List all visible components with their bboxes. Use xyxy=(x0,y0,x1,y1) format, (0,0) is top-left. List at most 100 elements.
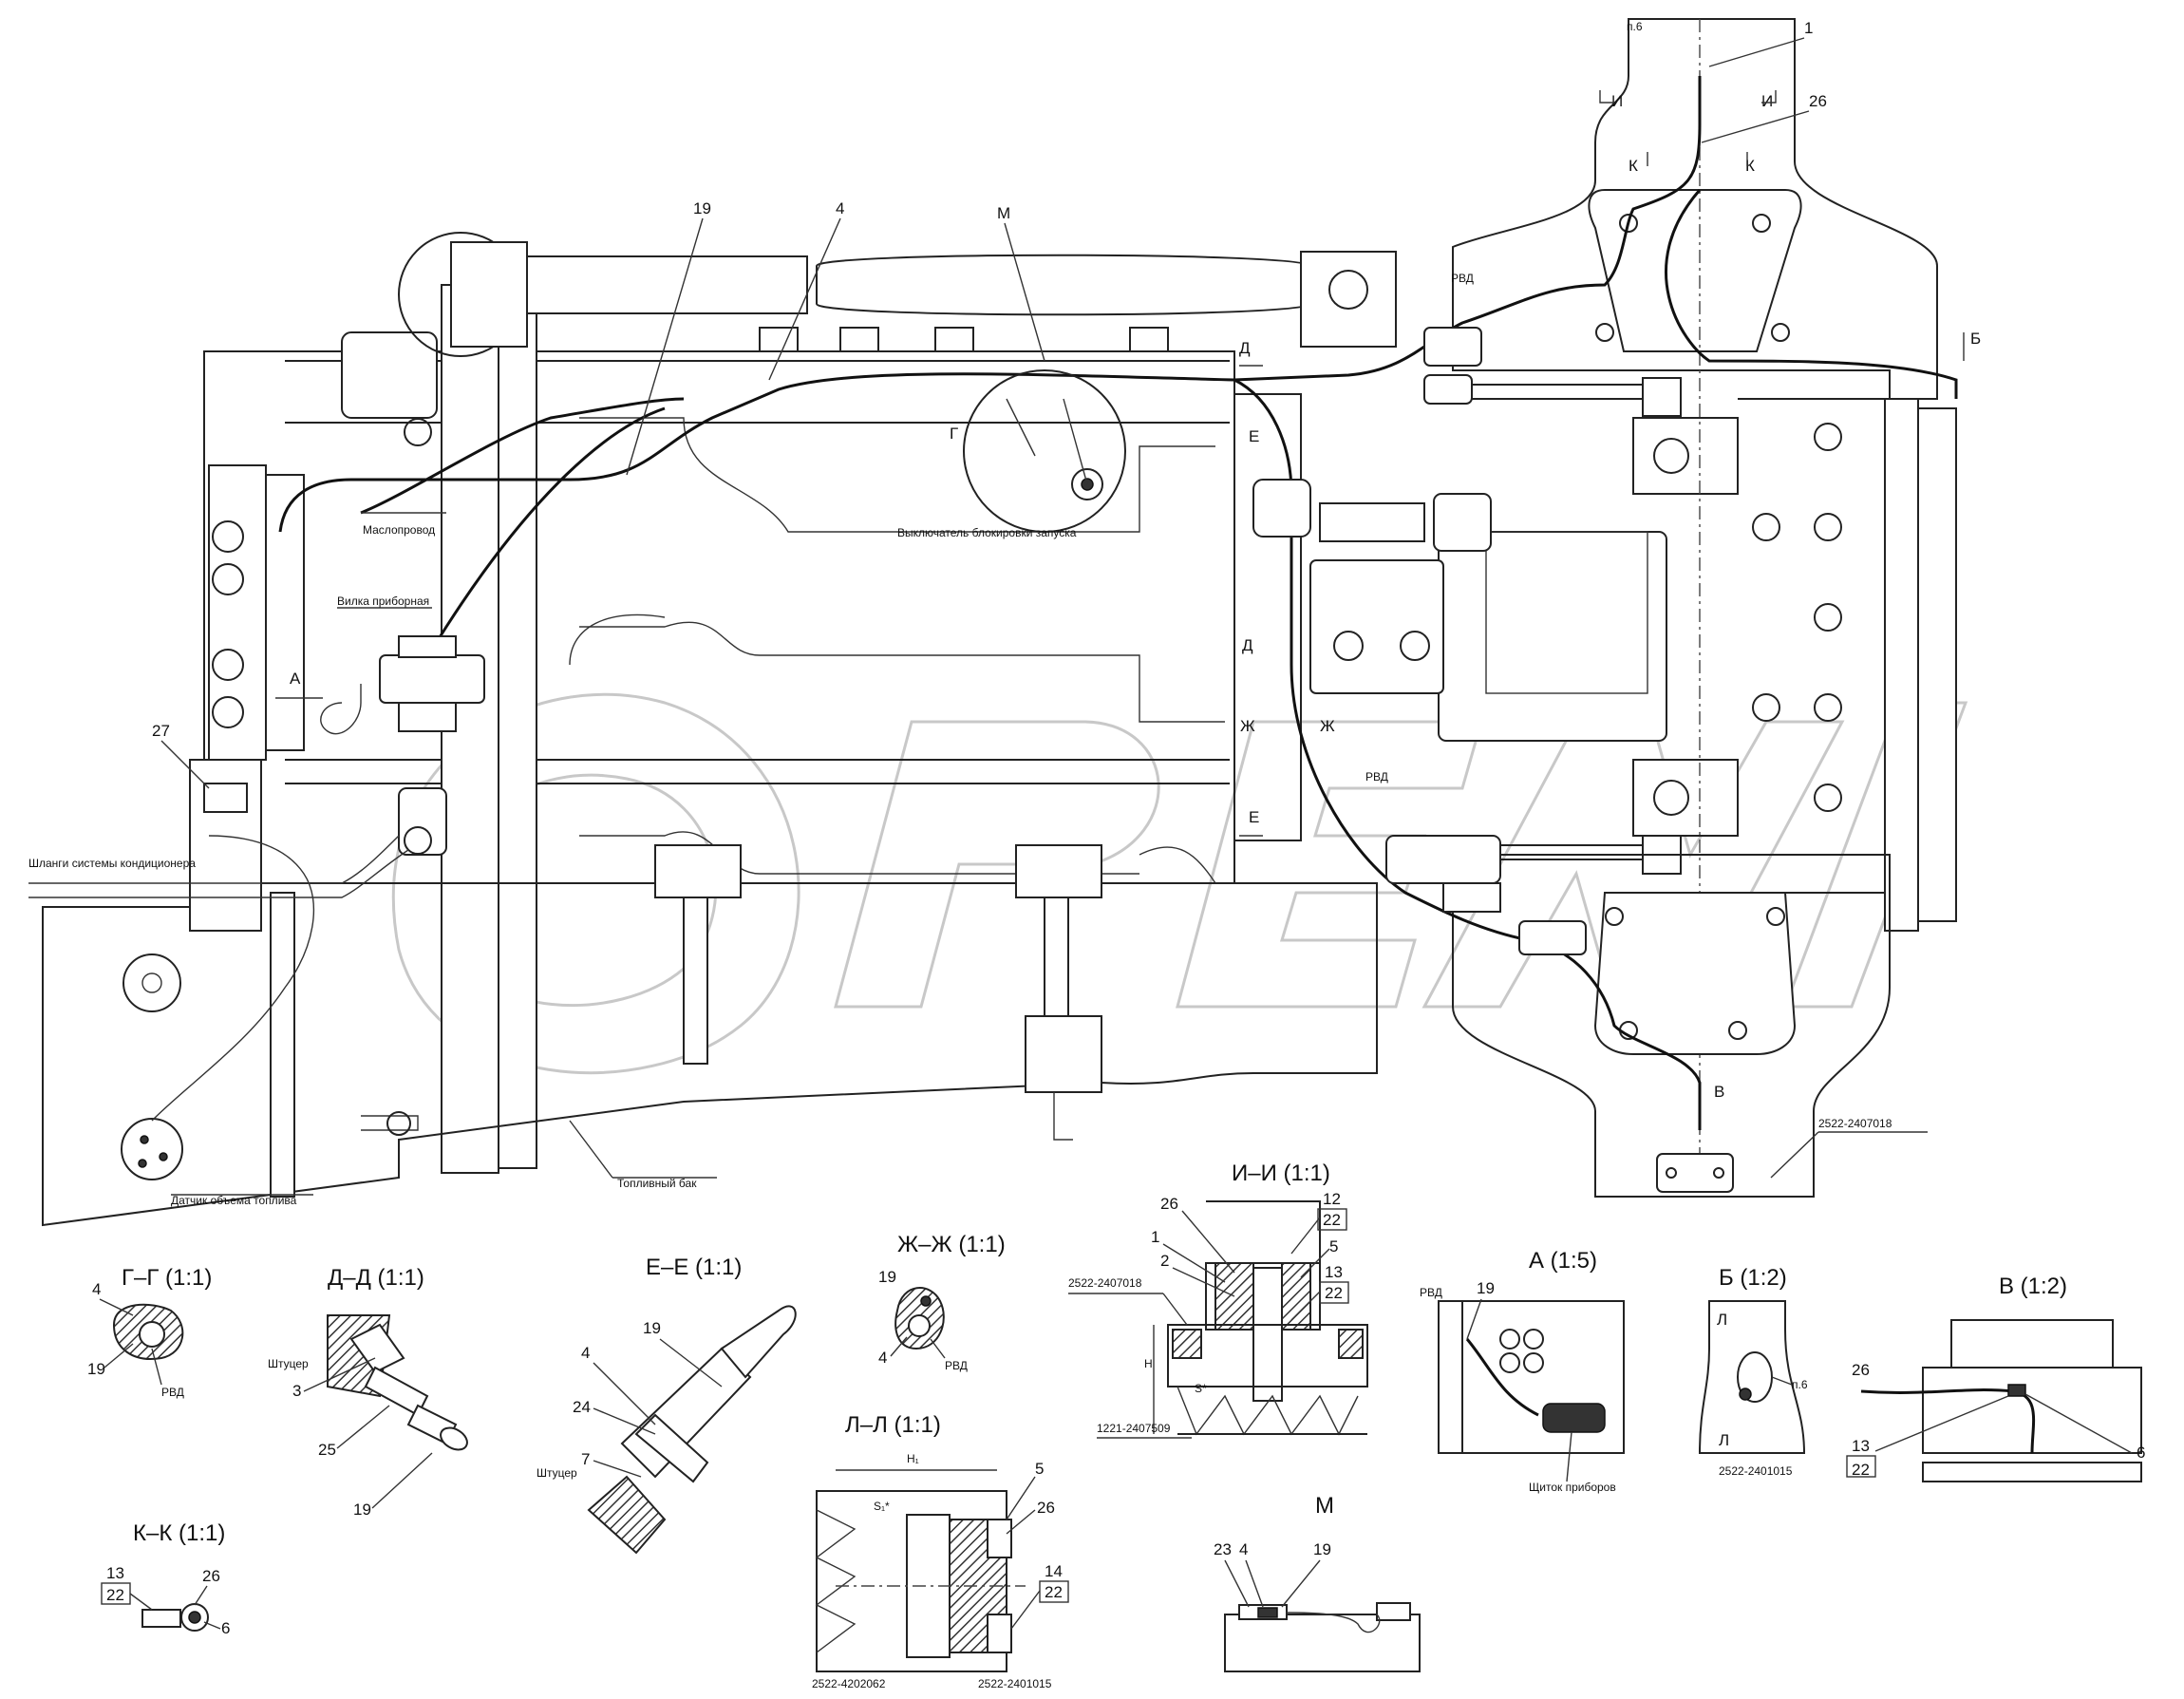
section-d-title: Д–Д (1:1) xyxy=(328,1265,424,1291)
callout-19-g: 19 xyxy=(87,1360,105,1378)
main-view xyxy=(28,18,1958,1227)
letter-l-b-top: Л xyxy=(1717,1311,1727,1329)
callout-4-e: 4 xyxy=(581,1344,590,1362)
callout-1-i: 1 xyxy=(1151,1228,1159,1246)
letter-zh-left: Ж xyxy=(1240,717,1255,735)
part-1015-l: 2522-2401015 xyxy=(978,1677,1052,1690)
callout-7-e: 7 xyxy=(581,1450,590,1468)
callout-19-m: 19 xyxy=(1313,1540,1331,1558)
letter-b-main: Б xyxy=(1970,330,1981,348)
callout-26-k: 26 xyxy=(202,1567,220,1585)
letter-g-main: Г xyxy=(950,425,958,443)
callout-13-i: 13 xyxy=(1325,1263,1343,1281)
detail-a: А (1:5) РВД 19 Щиток приборов xyxy=(1420,1248,1625,1494)
rvd-a: РВД xyxy=(1420,1286,1442,1299)
section-g-title: Г–Г (1:1) xyxy=(122,1265,212,1291)
detail-k: К–К (1:1) 13 22 26 6 xyxy=(101,1520,230,1637)
letter-zh-right: Ж xyxy=(1320,717,1335,735)
letter-a-main: А xyxy=(290,670,301,688)
label-vykl: Выключатель блокировки запуска xyxy=(897,526,1077,539)
letter-l-b-bottom: Л xyxy=(1719,1431,1729,1449)
section-b-title: Б (1:2) xyxy=(1719,1265,1787,1291)
label-shlangi: Шланги системы кондиционера xyxy=(28,857,196,870)
detail-m: М 23 4 19 xyxy=(1214,1493,1421,1672)
dim-s1: S₁* xyxy=(874,1500,890,1513)
callout-6-v: 6 xyxy=(2137,1444,2145,1462)
letter-i-left: И xyxy=(1611,92,1623,110)
callout-4-g: 4 xyxy=(92,1280,101,1298)
callout-12-i: 12 xyxy=(1323,1190,1341,1208)
callout-1-main: 1 xyxy=(1804,19,1813,37)
label-maslo: Маслопровод xyxy=(363,523,435,537)
callout-26-main: 26 xyxy=(1809,92,1827,110)
part-7509-i: 1221-2407509 xyxy=(1097,1422,1171,1435)
detail-zh: Ж–Ж (1:1) 19 4 РВД xyxy=(878,1232,1006,1372)
callout-4-main: 4 xyxy=(836,199,844,217)
section-i-title: И–И (1:1) xyxy=(1232,1161,1330,1186)
letter-e-top: Е xyxy=(1249,427,1259,445)
callout-26-l: 26 xyxy=(1037,1499,1055,1517)
callout-26-i: 26 xyxy=(1160,1195,1178,1213)
label-toplbak: Топливный бак xyxy=(617,1177,697,1190)
detail-g: Г–Г (1:1) 4 19 РВД xyxy=(87,1265,212,1399)
p6-b: п.6 xyxy=(1792,1378,1808,1391)
callout-22-v: 22 xyxy=(1852,1461,1870,1479)
dim-h: H xyxy=(1144,1357,1153,1370)
letter-m-main: М xyxy=(997,204,1010,222)
main-labels: Маслопровод Вилка приборная Выключатель … xyxy=(28,19,1981,1207)
section-v-title: В (1:2) xyxy=(1999,1274,2067,1299)
callout-19-a: 19 xyxy=(1477,1279,1495,1297)
label-rvd-mid: РВД xyxy=(1365,770,1388,783)
label-p6: п.6 xyxy=(1627,20,1643,33)
section-zh-title: Ж–Ж (1:1) xyxy=(897,1232,1006,1257)
detail-d: Д–Д (1:1) Штуцер 3 25 19 xyxy=(268,1265,468,1519)
detail-v: В (1:2) 26 13 22 6 xyxy=(1846,1274,2145,1482)
callout-19-main: 19 xyxy=(693,199,711,217)
callout-22-i-a: 22 xyxy=(1323,1211,1341,1229)
detail-e: Е–Е (1:1) Штуцер 4 24 7 19 xyxy=(537,1255,797,1555)
shitok-a: Щиток приборов xyxy=(1529,1481,1616,1494)
label-vilka: Вилка приборная xyxy=(337,595,429,608)
label-datchik: Датчик объема топлива xyxy=(171,1194,297,1207)
callout-27-main: 27 xyxy=(152,722,170,740)
callout-22-i-b: 22 xyxy=(1325,1284,1343,1302)
part-7018-i: 2522-2407018 xyxy=(1068,1276,1142,1290)
callout-23-m: 23 xyxy=(1214,1540,1232,1558)
callout-19-e: 19 xyxy=(643,1319,661,1337)
shtucer-d: Штуцер xyxy=(268,1357,309,1370)
section-a-title: А (1:5) xyxy=(1529,1248,1597,1274)
letter-d-mid: Д xyxy=(1242,636,1253,654)
letter-k-right: К xyxy=(1745,157,1755,175)
callout-2-i: 2 xyxy=(1160,1252,1169,1270)
label-part-7018-main: 2522-2407018 xyxy=(1818,1117,1892,1130)
callout-19-d: 19 xyxy=(353,1501,371,1519)
part-1015-b: 2522-2401015 xyxy=(1719,1464,1793,1478)
dim-h1: H₁ xyxy=(907,1452,919,1465)
dim-s: S* xyxy=(1195,1382,1207,1395)
letter-e-bottom: Е xyxy=(1249,808,1259,826)
callout-19-zh: 19 xyxy=(878,1268,896,1286)
detail-l: Л–Л (1:1) H₁ S₁* 5 26 14 22 2522-4202062… xyxy=(812,1412,1069,1690)
detail-i: И–И (1:1) 26 1 2 2522-2407018 12 22 5 13… xyxy=(1068,1161,1368,1439)
rvd-zh: РВД xyxy=(945,1359,968,1372)
callout-22-l: 22 xyxy=(1045,1583,1063,1601)
callout-13-k: 13 xyxy=(106,1564,124,1582)
callout-3-d: 3 xyxy=(292,1382,301,1400)
callout-25-d: 25 xyxy=(318,1441,336,1459)
shtucer-e: Штуцер xyxy=(537,1466,577,1480)
callout-5-l: 5 xyxy=(1035,1460,1044,1478)
callout-24-e: 24 xyxy=(573,1398,591,1416)
part-2062-l: 2522-4202062 xyxy=(812,1677,886,1690)
label-rvd-top: РВД xyxy=(1451,272,1474,285)
letter-k-left: К xyxy=(1629,157,1638,175)
callout-26-v: 26 xyxy=(1852,1361,1870,1379)
section-e-title: Е–Е (1:1) xyxy=(646,1255,742,1280)
callout-4-zh: 4 xyxy=(878,1349,887,1367)
letter-v-main: В xyxy=(1714,1083,1724,1101)
callout-5-i: 5 xyxy=(1329,1237,1338,1255)
callout-22-k: 22 xyxy=(106,1586,124,1604)
section-l-title: Л–Л (1:1) xyxy=(845,1412,941,1438)
rvd-g: РВД xyxy=(161,1386,184,1399)
section-k-title: К–К (1:1) xyxy=(133,1520,225,1546)
